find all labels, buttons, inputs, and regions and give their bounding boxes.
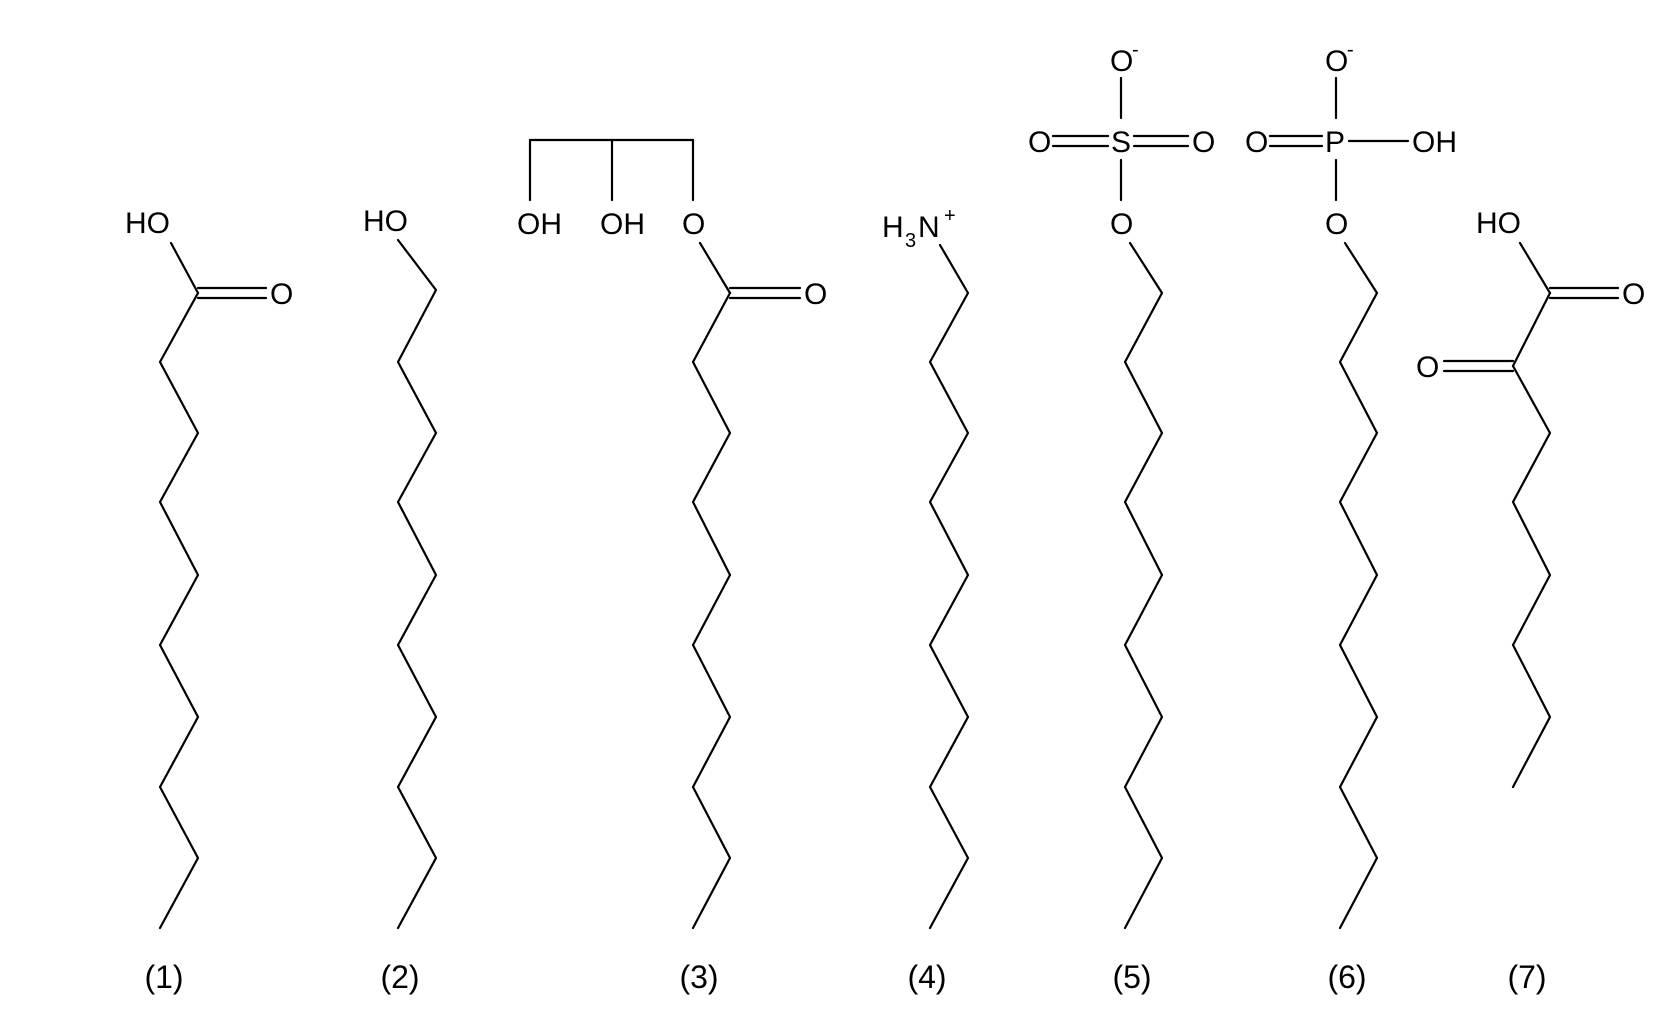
m3-caption: (3) <box>679 959 718 995</box>
m3-chain <box>691 291 732 930</box>
m5-o-bottom-label: O <box>1110 208 1133 241</box>
m1-bond-oh <box>169 241 200 295</box>
m3-bond-o-c <box>698 241 732 295</box>
m4-n-label: N <box>918 211 940 244</box>
m1-ho-label: HO <box>125 207 170 240</box>
m4-subscript: 3 <box>905 230 916 252</box>
m6-minus: - <box>1347 39 1354 61</box>
m3-oh2-label: OH <box>600 208 645 241</box>
m4-h-label: H <box>882 211 904 244</box>
m7-chain <box>1511 364 1552 789</box>
m5-chain <box>1123 241 1164 930</box>
m1-o-label: O <box>270 278 293 311</box>
m7-bond-c-c <box>1511 291 1552 368</box>
m6-p-label: P <box>1325 126 1345 159</box>
m7-caption: (7) <box>1507 959 1546 995</box>
m6-o-bottom-label: O <box>1325 208 1348 241</box>
m3-o-label: O <box>804 278 827 311</box>
m6-o-left-label: O <box>1245 126 1268 159</box>
molecule-2: HO (2) <box>363 205 438 995</box>
molecule-7: HO O O (7) <box>1416 207 1645 995</box>
molecule-3: OH OH O O (3) <box>517 138 827 995</box>
m6-o-top-label: O <box>1325 45 1348 78</box>
m4-caption: (4) <box>907 959 946 995</box>
m6-oh-label: OH <box>1412 126 1457 159</box>
m5-s-label: S <box>1111 126 1131 159</box>
molecule-1: HO O (1) <box>125 207 293 995</box>
m1-caption: (1) <box>144 959 183 995</box>
m5-caption: (5) <box>1112 959 1151 995</box>
m5-o-left-label: O <box>1028 126 1051 159</box>
m6-caption: (6) <box>1327 959 1366 995</box>
m3-oh1-label: OH <box>517 208 562 241</box>
m7-o-keto-label: O <box>1416 351 1439 384</box>
m5-o-top-label: O <box>1110 45 1133 78</box>
m7-ho-label: HO <box>1476 207 1521 240</box>
m4-chain <box>928 243 970 930</box>
m1-chain <box>158 291 200 930</box>
molecule-6: O - P O OH O (6) <box>1245 39 1457 995</box>
m5-minus: - <box>1132 39 1139 61</box>
m2-chain <box>396 238 438 930</box>
molecule-5: O - S O O O (5) <box>1028 39 1215 995</box>
m7-bond-oh <box>1518 241 1552 295</box>
m2-caption: (2) <box>380 959 419 995</box>
m5-o-right-label: O <box>1192 126 1215 159</box>
m3-o-ester-label: O <box>682 208 705 241</box>
m6-chain <box>1338 241 1379 930</box>
m4-plus: + <box>944 205 956 227</box>
m7-o-acid-label: O <box>1622 278 1645 311</box>
molecule-4: H 3 N + (4) <box>882 205 970 995</box>
m2-ho-label: HO <box>363 205 408 238</box>
